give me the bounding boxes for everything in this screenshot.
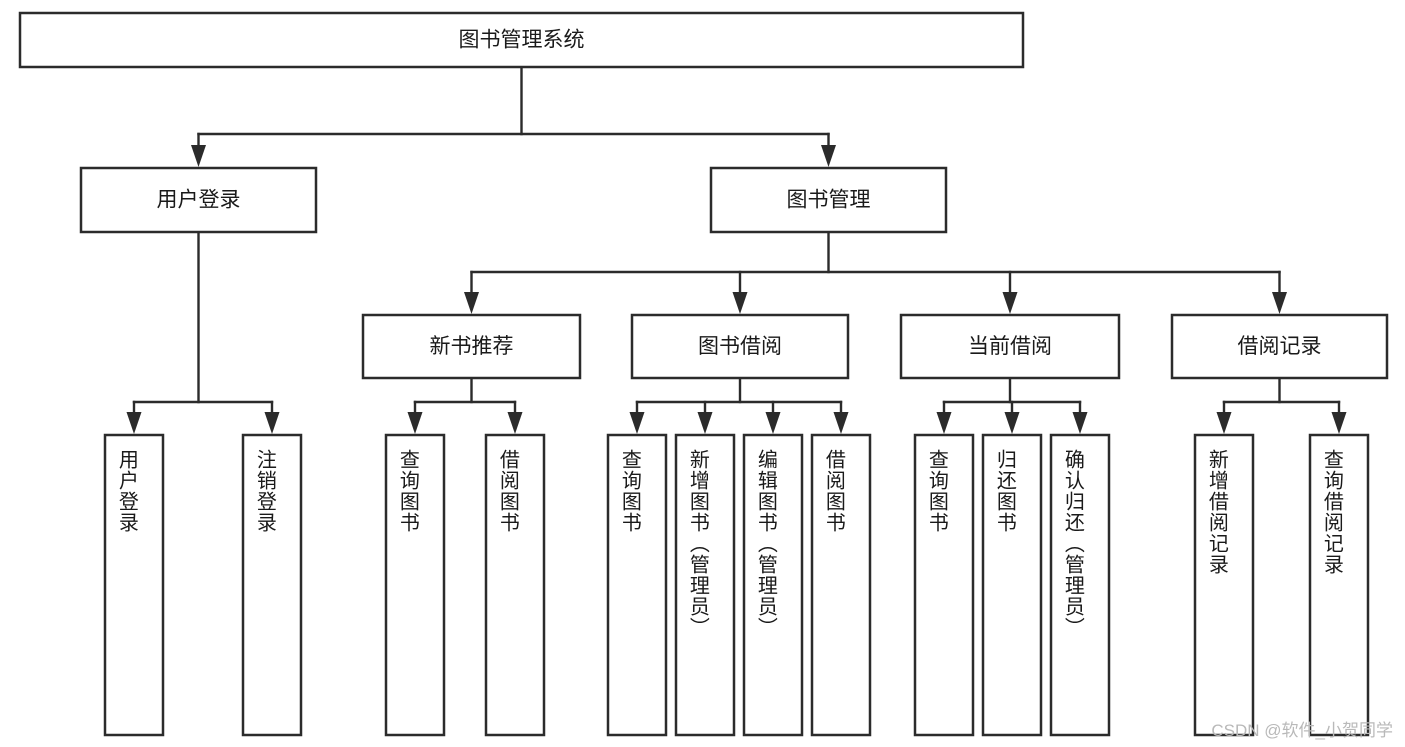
node-leaf-query-book-3[interactable]: 查询图书 <box>913 433 975 737</box>
node-label-leaf-query-book-3: 查询图书 <box>925 449 948 533</box>
node-label-root: 图书管理系统 <box>459 29 585 52</box>
node-book-borrow[interactable]: 图书借阅 <box>630 313 850 380</box>
arrow-head-icon <box>765 412 781 434</box>
node-box-borrow-record[interactable] <box>1170 313 1389 380</box>
node-box-book-management[interactable] <box>709 166 948 234</box>
node-label-leaf-edit-book: 编辑图书（管理员） <box>754 449 777 638</box>
node-leaf-logout[interactable]: 注销登录 <box>241 433 303 737</box>
node-label-leaf-add-book: 新增图书（管理员） <box>686 449 709 638</box>
node-leaf-add-record[interactable]: 新增借阅记录 <box>1193 433 1255 737</box>
arrow-head-icon <box>1072 412 1088 434</box>
arrow-head-icon <box>464 292 479 314</box>
arrow-head-icon <box>191 145 206 167</box>
node-box-leaf-borrow-book-2[interactable] <box>810 433 872 737</box>
arrow-head-icon <box>1002 292 1018 314</box>
node-box-user-login[interactable] <box>79 166 318 234</box>
node-leaf-user-login[interactable]: 用户登录 <box>103 433 165 737</box>
node-box-book-borrow[interactable] <box>630 313 850 380</box>
node-box-leaf-return-book[interactable] <box>981 433 1043 737</box>
connector-current-borrow <box>936 376 1088 434</box>
node-leaf-return-book[interactable]: 归还图书 <box>981 433 1043 737</box>
node-leaf-add-book[interactable]: 新增图书（管理员） <box>674 433 736 737</box>
arrow-head-icon <box>936 412 952 434</box>
node-leaf-borrow-book-2[interactable]: 借阅图书 <box>810 433 872 737</box>
arrow-head-icon <box>697 412 713 434</box>
node-label-leaf-borrow-book-1: 借阅图书 <box>496 449 519 533</box>
node-box-leaf-query-record[interactable] <box>1308 433 1370 737</box>
node-current-borrow[interactable]: 当前借阅 <box>899 313 1121 380</box>
node-label-leaf-borrow-book-2: 借阅图书 <box>822 449 845 533</box>
node-leaf-edit-book[interactable]: 编辑图书（管理员） <box>742 433 804 737</box>
node-box-leaf-add-record[interactable] <box>1193 433 1255 737</box>
arrow-head-icon <box>407 412 423 434</box>
node-label-new-book-recommend: 新书推荐 <box>430 335 514 358</box>
node-box-leaf-query-book-2[interactable] <box>606 433 668 737</box>
node-label-borrow-record: 借阅记录 <box>1238 335 1322 358</box>
node-box-leaf-edit-book[interactable] <box>742 433 804 737</box>
arrow-head-icon <box>264 412 280 434</box>
node-label-leaf-query-book-1: 查询图书 <box>396 449 419 533</box>
node-label-book-borrow: 图书借阅 <box>698 335 782 358</box>
node-label-user-login: 用户登录 <box>157 189 241 212</box>
node-label-leaf-logout: 注销登录 <box>253 449 276 533</box>
arrow-head-icon <box>1331 412 1347 434</box>
connector-new-book-recommend <box>407 376 523 434</box>
connector-borrow-record <box>1216 376 1347 434</box>
node-label-leaf-return-book: 归还图书 <box>993 449 1016 533</box>
connector-book-borrow <box>629 376 849 434</box>
node-box-leaf-logout[interactable] <box>241 433 303 737</box>
node-leaf-query-book-1[interactable]: 查询图书 <box>384 433 446 737</box>
node-root[interactable]: 图书管理系统 <box>18 11 1025 69</box>
node-box-leaf-query-book-3[interactable] <box>913 433 975 737</box>
node-label-leaf-user-login: 用户登录 <box>115 449 138 533</box>
arrow-head-icon <box>1272 292 1287 314</box>
node-leaf-borrow-book-1[interactable]: 借阅图书 <box>484 433 546 737</box>
arrow-head-icon <box>1216 412 1232 434</box>
node-box-leaf-confirm-return[interactable] <box>1049 433 1111 737</box>
node-borrow-record[interactable]: 借阅记录 <box>1170 313 1389 380</box>
node-layer: 图书管理系统用户登录图书管理新书推荐图书借阅当前借阅借阅记录用户登录注销登录查询… <box>18 11 1389 737</box>
node-box-current-borrow[interactable] <box>899 313 1121 380</box>
node-book-management[interactable]: 图书管理 <box>709 166 948 234</box>
arrow-head-icon <box>821 145 836 167</box>
watermark-label: CSDN @软件_小贺同学 <box>1211 721 1393 740</box>
node-label-leaf-add-record: 新增借阅记录 <box>1205 449 1228 575</box>
node-new-book-recommend[interactable]: 新书推荐 <box>361 313 582 380</box>
arrow-head-icon <box>507 412 523 434</box>
arrow-head-icon <box>732 292 748 314</box>
connector-user-login <box>126 230 280 434</box>
connector-root <box>191 65 836 167</box>
node-box-leaf-borrow-book-1[interactable] <box>484 433 546 737</box>
node-leaf-confirm-return[interactable]: 确认归还（管理员） <box>1049 433 1111 737</box>
node-label-leaf-query-record: 查询借阅记录 <box>1320 449 1343 575</box>
arrow-head-icon <box>629 412 645 434</box>
arrow-head-icon <box>833 412 849 434</box>
connector-layer <box>126 65 1347 434</box>
node-box-root[interactable] <box>18 11 1025 69</box>
arrow-head-icon <box>1004 412 1020 434</box>
node-leaf-query-record[interactable]: 查询借阅记录 <box>1308 433 1370 737</box>
node-label-leaf-query-book-2: 查询图书 <box>618 449 641 533</box>
node-label-current-borrow: 当前借阅 <box>968 335 1052 358</box>
connector-book-management <box>464 230 1287 314</box>
node-box-leaf-user-login[interactable] <box>103 433 165 737</box>
node-box-leaf-add-book[interactable] <box>674 433 736 737</box>
node-user-login[interactable]: 用户登录 <box>79 166 318 234</box>
node-label-leaf-confirm-return: 确认归还（管理员） <box>1061 449 1084 638</box>
node-leaf-query-book-2[interactable]: 查询图书 <box>606 433 668 737</box>
node-box-leaf-query-book-1[interactable] <box>384 433 446 737</box>
arrow-head-icon <box>126 412 142 434</box>
node-box-new-book-recommend[interactable] <box>361 313 582 380</box>
node-label-book-management: 图书管理 <box>787 189 871 212</box>
